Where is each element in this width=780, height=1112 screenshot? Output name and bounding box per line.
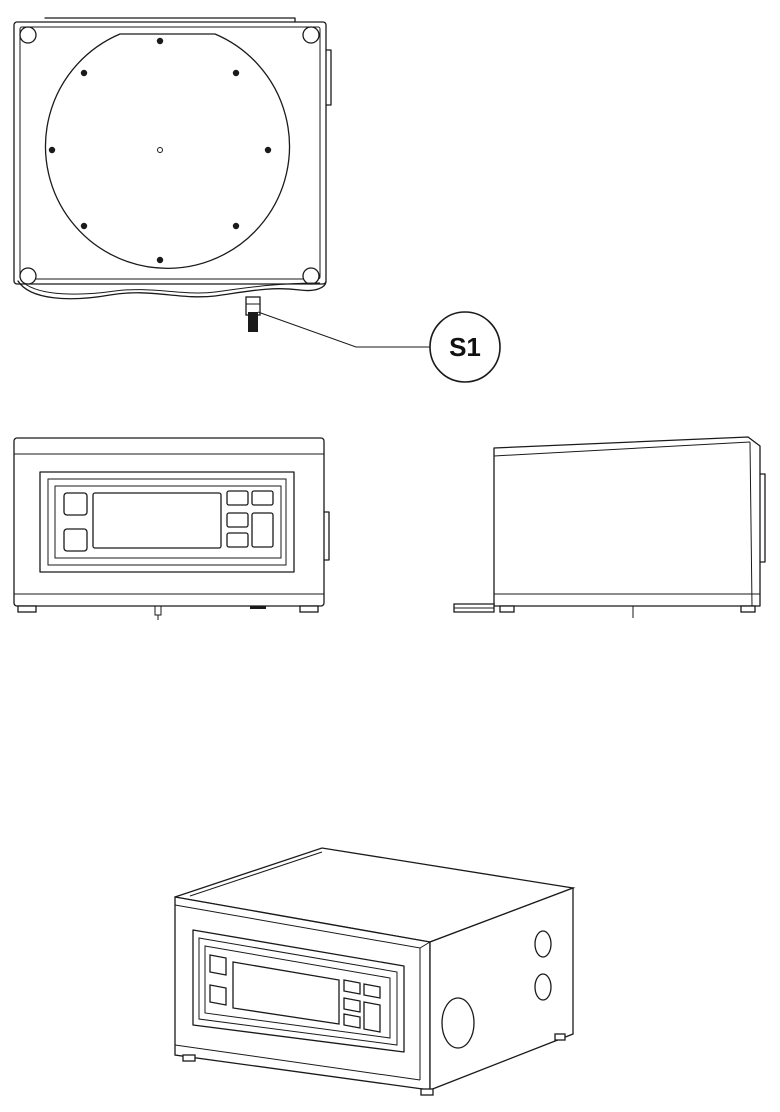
iso-foot bbox=[554, 1033, 566, 1041]
iso-key-right bbox=[343, 979, 361, 995]
iso-key-right bbox=[343, 997, 361, 1013]
iso-key-right bbox=[343, 1013, 361, 1029]
turntable-disc bbox=[44, 33, 291, 269]
side-view-body bbox=[493, 436, 761, 607]
power-cable-inner bbox=[23, 282, 321, 295]
front-key-right bbox=[226, 512, 249, 528]
bolt-hole bbox=[48, 146, 56, 154]
callout-label: S1 bbox=[449, 332, 481, 362]
iso-top-edge bbox=[189, 851, 323, 897]
connector-s1-plug bbox=[248, 312, 258, 332]
bolt-hole bbox=[232, 222, 240, 230]
iso-display-bezel-outer bbox=[192, 929, 405, 1053]
front-view bbox=[13, 437, 330, 620]
front-key-right bbox=[251, 490, 274, 506]
isometric-view bbox=[174, 847, 576, 1096]
iso-front-base-line bbox=[174, 1044, 421, 1081]
cable-exit bbox=[250, 606, 266, 609]
side-view-lid-line bbox=[493, 441, 751, 457]
top-view-lid-edge bbox=[44, 17, 296, 23]
front-key-right bbox=[226, 532, 249, 548]
foot bbox=[740, 605, 756, 613]
iso-foot bbox=[420, 1088, 434, 1096]
front-view-side-handle bbox=[323, 511, 330, 561]
callout-leader-line bbox=[257, 311, 430, 348]
front-key-left-top bbox=[63, 492, 88, 516]
top-view-outer-body bbox=[13, 21, 327, 285]
iso-display-bezel-mid bbox=[198, 937, 398, 1046]
center-hole bbox=[157, 147, 163, 153]
callout-circle bbox=[429, 311, 501, 383]
iso-key-right-tall bbox=[363, 1001, 381, 1033]
iso-lcd-screen bbox=[232, 961, 340, 1025]
iso-key-left-top bbox=[209, 954, 227, 976]
side-view-front-handle bbox=[759, 473, 766, 563]
foot bbox=[299, 605, 319, 613]
side-view-front-chamfer bbox=[749, 441, 753, 607]
front-view-body bbox=[13, 437, 325, 607]
bolt-hole bbox=[232, 69, 240, 77]
corner-foot-top-left bbox=[19, 26, 37, 44]
display-bezel-outer bbox=[39, 471, 295, 573]
front-key-left-bottom bbox=[63, 528, 88, 552]
bolt-hole bbox=[156, 256, 164, 264]
bottom-stub bbox=[154, 605, 162, 616]
side-view bbox=[453, 436, 766, 618]
callout-s1: S1 bbox=[257, 311, 501, 383]
front-key-right-tall bbox=[251, 512, 274, 548]
iso-foot bbox=[182, 1054, 196, 1062]
lcd-screen bbox=[92, 492, 222, 549]
corner-foot-top-right bbox=[302, 26, 320, 44]
display-bezel-inner bbox=[54, 485, 282, 559]
iso-side-hole-small bbox=[534, 930, 552, 958]
top-view bbox=[13, 17, 332, 332]
corner-foot-bottom-left bbox=[19, 267, 37, 285]
bolt-hole bbox=[264, 146, 272, 154]
front-key-right bbox=[226, 490, 249, 506]
top-view-side-handle bbox=[325, 49, 332, 106]
corner-foot-bottom-right bbox=[302, 267, 320, 285]
power-cable bbox=[17, 280, 327, 300]
foot bbox=[17, 605, 37, 613]
bolt-hole bbox=[156, 37, 164, 45]
iso-key-right bbox=[363, 983, 381, 999]
iso-side-hole-small bbox=[534, 973, 552, 1001]
bolt-hole bbox=[80, 222, 88, 230]
display-bezel-mid bbox=[47, 478, 287, 566]
iso-display-bezel-inner bbox=[204, 945, 391, 1039]
top-view-inner-frame bbox=[19, 26, 321, 280]
foot bbox=[499, 605, 515, 613]
bolt-hole bbox=[80, 69, 88, 77]
iso-side-hole-large bbox=[441, 997, 475, 1049]
iso-key-left-bottom bbox=[209, 984, 227, 1006]
